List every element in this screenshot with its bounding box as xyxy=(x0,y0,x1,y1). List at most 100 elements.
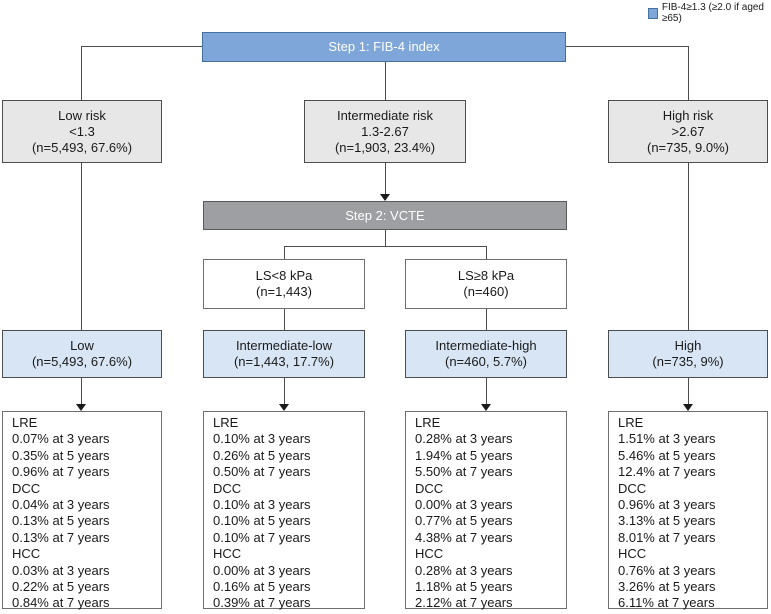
outcome-line: HCC xyxy=(415,546,444,562)
outcome-line: 12.4% at 7 years xyxy=(618,464,716,480)
arrowhead-high-outcomes-icon xyxy=(683,404,693,411)
step1-label: Step 1: FIB-4 index xyxy=(328,39,440,54)
connector-high-to-outcomes xyxy=(688,378,689,404)
category-low-title: Low xyxy=(70,338,94,353)
outcome-line: DCC xyxy=(618,480,647,496)
outcome-line: DCC xyxy=(415,480,444,496)
outcome-line: 0.00% at 3 years xyxy=(415,497,513,513)
arrowhead-step2-icon xyxy=(380,194,390,201)
high-risk-box: High risk >2.67 (n=735, 9.0%) xyxy=(608,100,768,163)
connector-lslow-to-intermediatelow xyxy=(284,309,285,330)
connector-step2-stem xyxy=(385,230,386,246)
outcome-line: 0.03% at 3 years xyxy=(12,562,110,578)
legend-swatch-icon xyxy=(648,7,658,19)
outcome-line: DCC xyxy=(213,480,242,496)
step2-label: Step 2: VCTE xyxy=(345,207,425,223)
outcome-line: LRE xyxy=(213,415,239,430)
outcome-line: 8.01% at 7 years xyxy=(618,529,716,545)
low-risk-n: (n=5,493, 67.6%) xyxy=(31,139,133,155)
outcome-line: 0.96% at 3 years xyxy=(618,497,716,513)
category-low-n: (n=5,493, 67.6%) xyxy=(31,354,133,369)
outcome-line: LRE xyxy=(12,415,38,430)
outcome-line: 0.10% at 5 years xyxy=(213,513,311,529)
connector-step1-to-highrisk xyxy=(688,46,689,100)
outcome-line: 2.12% at 7 years xyxy=(415,595,513,611)
outcome-line: 4.38% at 7 years xyxy=(415,529,513,545)
connector-step1-to-intermediaterisk xyxy=(385,62,386,100)
outcome-line: DCC xyxy=(12,480,41,496)
outcome-line: 1.94% at 5 years xyxy=(415,447,513,463)
ls-low-n: (n=1,443) xyxy=(255,284,312,299)
connector-step1-left-horizontal xyxy=(81,46,202,47)
outcome-line: 0.22% at 5 years xyxy=(12,579,110,595)
connector-highrisk-to-high xyxy=(688,163,689,330)
step2-box: Step 2: VCTE xyxy=(203,201,567,230)
outcome-line: HCC xyxy=(618,546,647,562)
connector-lowrisk-to-low xyxy=(81,163,82,330)
ls-low-title: LS<8 kPa xyxy=(255,268,313,283)
outcome-line: 0.07% at 3 years xyxy=(12,431,110,447)
outcome-line: HCC xyxy=(213,546,242,562)
outcome-line: 0.28% at 3 years xyxy=(415,562,513,578)
intermediate-risk-n: (n=1,903, 23.4%) xyxy=(334,139,436,155)
category-intermediate-low-n: (n=1,443, 17.7%) xyxy=(233,354,335,369)
arrowhead-intermediatehigh-outcomes-icon xyxy=(481,404,491,411)
outcome-line: 0.16% at 5 years xyxy=(213,579,311,595)
outcome-line: HCC xyxy=(12,546,41,562)
category-high-n: (n=735, 9%) xyxy=(652,354,724,369)
intermediate-risk-range: 1.3-2.67 xyxy=(361,123,409,139)
outcome-line: 1.51% at 3 years xyxy=(618,431,716,447)
outcome-line: 0.96% at 7 years xyxy=(12,464,110,480)
arrowhead-low-outcomes-icon xyxy=(76,404,86,411)
outcome-line: 0.13% at 5 years xyxy=(12,513,110,529)
outcome-line: 0.13% at 7 years xyxy=(12,529,110,545)
outcome-line: 0.50% at 7 years xyxy=(213,464,311,480)
outcome-line: 0.26% at 5 years xyxy=(213,447,311,463)
outcome-line: 0.77% at 5 years xyxy=(415,513,513,529)
connector-step1-to-lowrisk xyxy=(81,46,82,100)
outcome-line: 3.26% at 5 years xyxy=(618,579,716,595)
intermediate-risk-title: Intermediate risk xyxy=(336,107,434,123)
category-low-box: Low (n=5,493, 67.6%) xyxy=(2,330,162,378)
outcome-line: 0.10% at 3 years xyxy=(213,431,311,447)
category-intermediate-high-n: (n=460, 5.7%) xyxy=(444,354,528,369)
connector-intermediatelow-to-outcomes xyxy=(284,378,285,404)
intermediate-risk-box: Intermediate risk 1.3-2.67 (n=1,903, 23.… xyxy=(304,100,466,163)
high-risk-n: (n=735, 9.0%) xyxy=(646,139,730,155)
high-risk-range: >2.67 xyxy=(671,123,705,139)
connector-to-ls-high xyxy=(486,246,487,259)
legend: FIB-4≥1.3 (≥2.0 if aged ≥65) xyxy=(648,2,771,24)
ls-high-n: (n=460) xyxy=(463,284,509,299)
category-intermediate-high-title: Intermediate-high xyxy=(435,338,537,353)
connector-intermediatehigh-to-outcomes xyxy=(486,378,487,404)
outcome-line: 5.46% at 5 years xyxy=(618,447,716,463)
category-intermediate-low-box: Intermediate-low (n=1,443, 17.7%) xyxy=(203,330,365,378)
outcome-line: LRE xyxy=(618,415,644,430)
outcome-line: 5.50% at 7 years xyxy=(415,464,513,480)
outcome-line: 0.10% at 3 years xyxy=(213,497,311,513)
category-high-box: High (n=735, 9%) xyxy=(608,330,768,378)
ls-low-box: LS<8 kPa (n=1,443) xyxy=(203,259,365,309)
outcome-line: 0.10% at 7 years xyxy=(213,529,311,545)
connector-to-ls-low xyxy=(284,246,285,259)
step1-box: Step 1: FIB-4 index xyxy=(202,32,566,62)
outcome-line: 0.04% at 3 years xyxy=(12,497,110,513)
outcome-line: 0.00% at 3 years xyxy=(213,562,311,578)
connector-step2-split-horizontal xyxy=(284,246,487,247)
connector-step1-right-horizontal xyxy=(566,46,688,47)
outcome-line: 0.76% at 3 years xyxy=(618,562,716,578)
category-high-title: High xyxy=(674,338,702,353)
low-risk-range: <1.3 xyxy=(69,123,95,139)
connector-low-to-outcomes xyxy=(81,378,82,404)
low-risk-title: Low risk xyxy=(58,107,106,123)
outcome-line: 1.18% at 5 years xyxy=(415,579,513,595)
connector-intermediaterisk-to-step2 xyxy=(385,163,386,195)
legend-label: FIB-4≥1.3 (≥2.0 if aged ≥65) xyxy=(661,2,764,24)
connector-lshigh-to-intermediatehigh xyxy=(486,309,487,330)
arrowhead-intermediatelow-outcomes-icon xyxy=(279,404,289,411)
outcome-line: 0.39% at 7 years xyxy=(213,595,311,611)
ls-high-box: LS≥8 kPa (n=460) xyxy=(405,259,567,309)
